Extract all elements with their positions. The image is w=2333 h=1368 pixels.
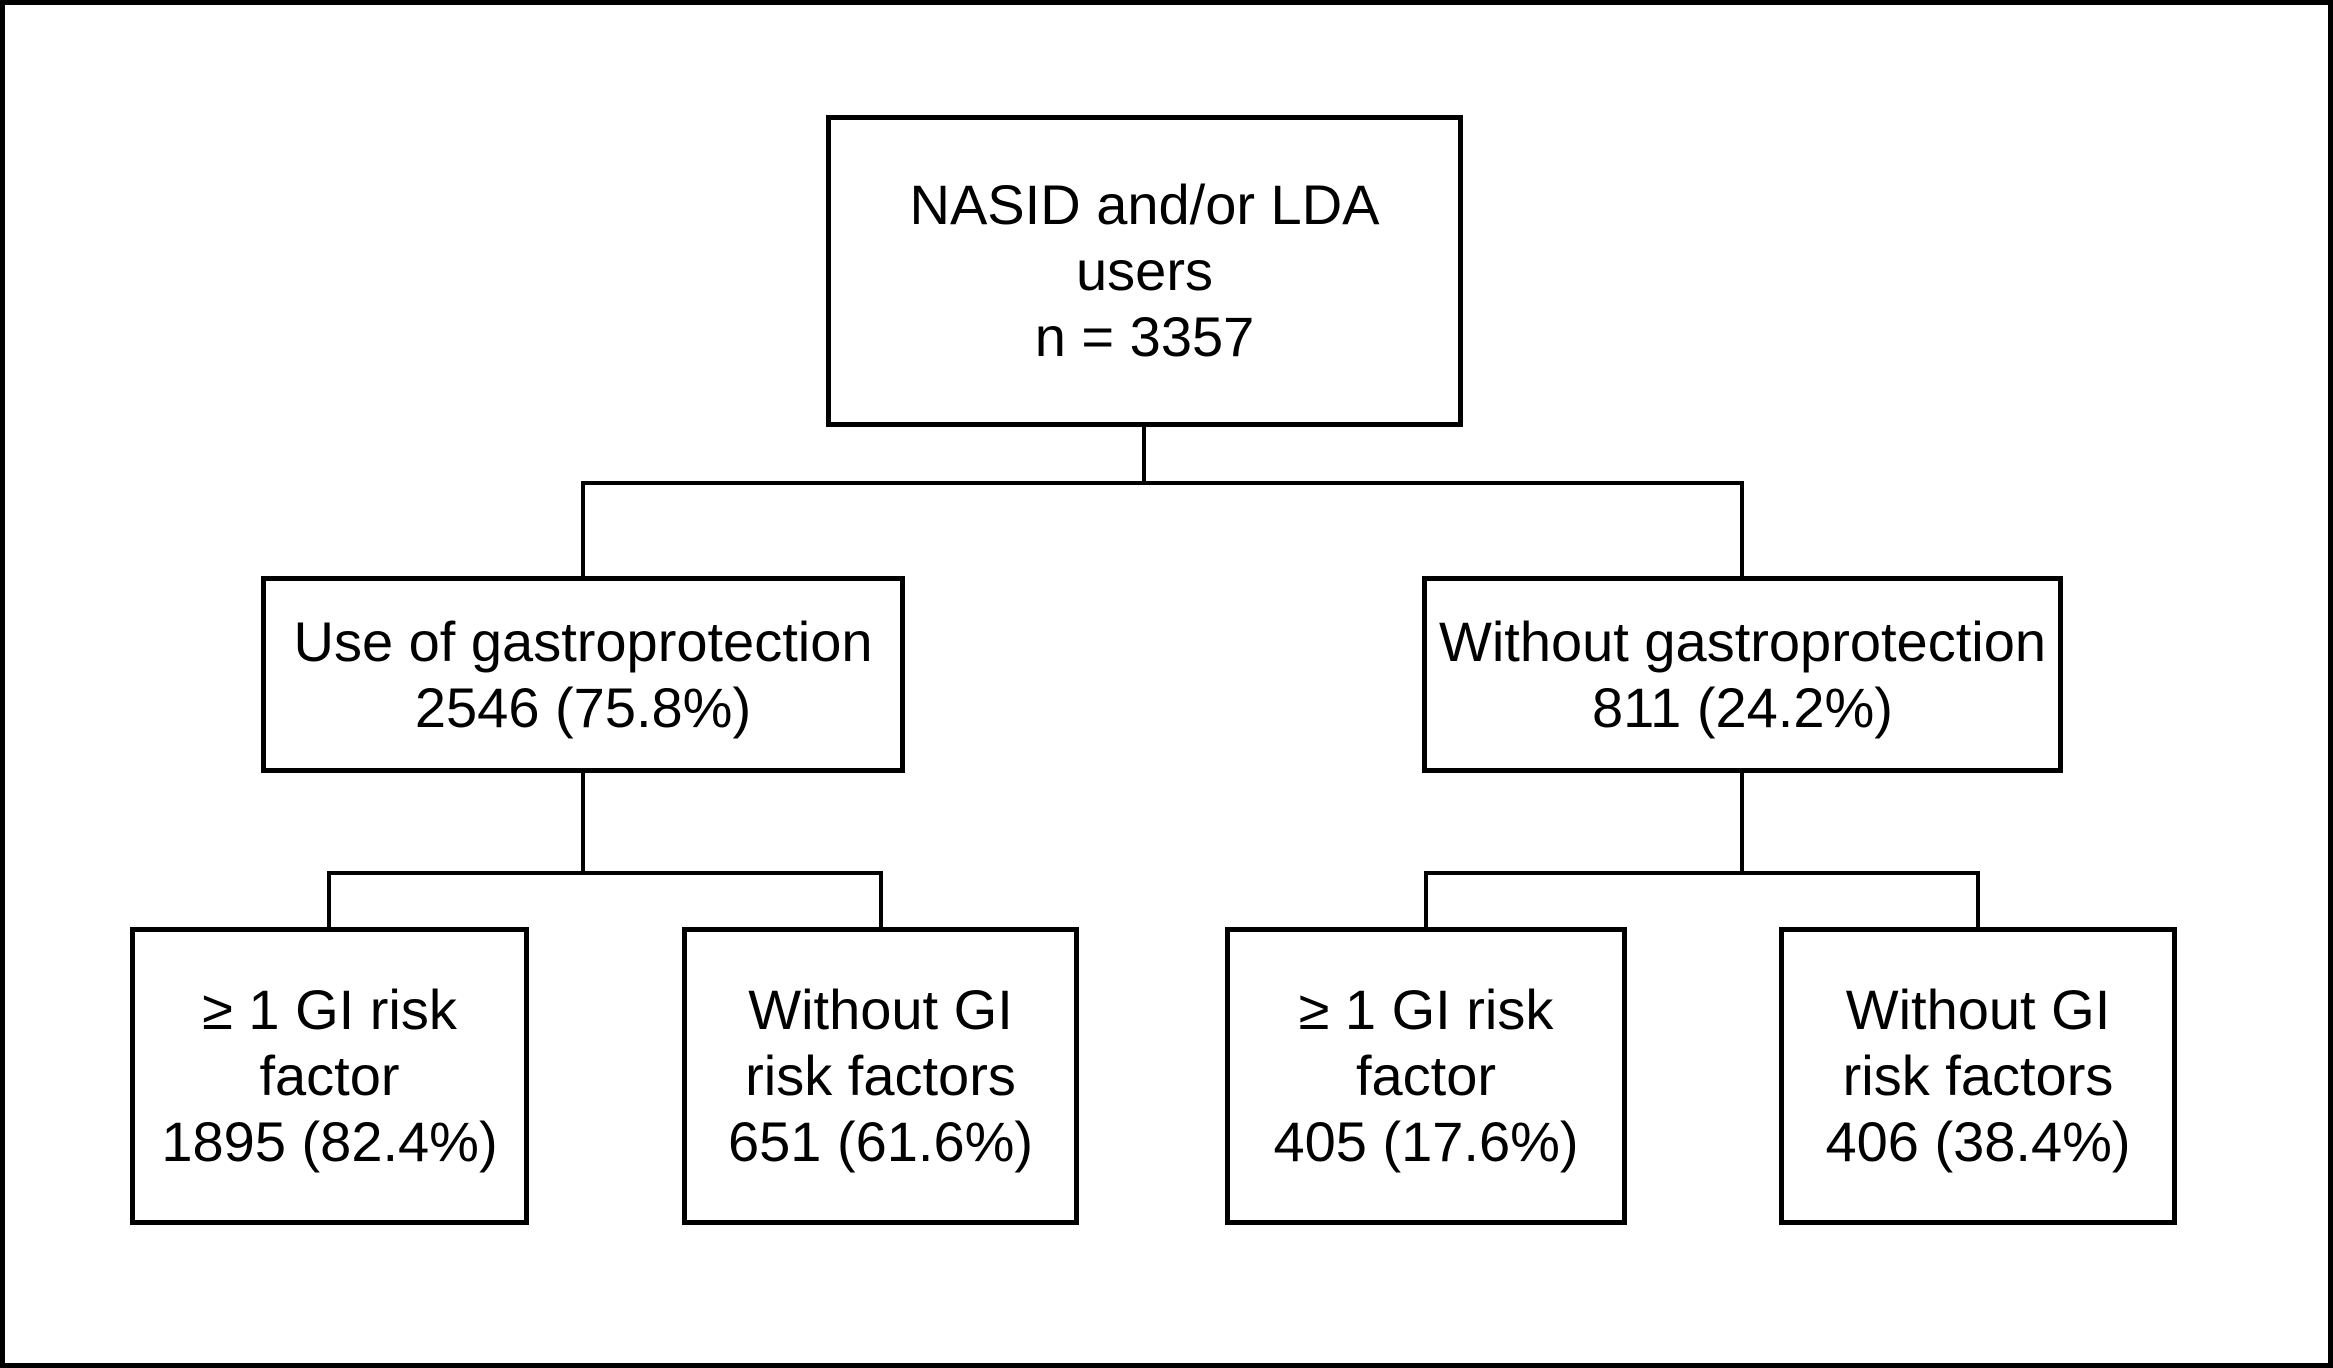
node-without-gastroprotection: Without gastroprotection 811 (24.2%) bbox=[1422, 576, 2063, 773]
connector-right-branch-drop bbox=[1740, 481, 1744, 578]
connector-gastro-stem bbox=[581, 771, 585, 875]
node-text-line: factor bbox=[1355, 1044, 1497, 1107]
node-text-line: n = 3357 bbox=[1034, 305, 1255, 368]
connector-nogastro-horizontal bbox=[1424, 871, 1980, 875]
connector-gastro-right-drop bbox=[879, 871, 883, 929]
node-text-line: 651 (61.6%) bbox=[727, 1110, 1034, 1173]
connector-gastro-left-drop bbox=[327, 871, 331, 929]
node-text-line: risk factors bbox=[1842, 1044, 2114, 1107]
node-text-line: 406 (38.4%) bbox=[1825, 1110, 2131, 1173]
connector-level1-horizontal bbox=[581, 481, 1744, 485]
node-text-line: 811 (24.2%) bbox=[1592, 675, 1893, 739]
node-use-of-gastroprotection: Use of gastroprotection 2546 (75.8%) bbox=[261, 576, 905, 773]
node-text-line: ≥ 1 GI risk bbox=[202, 978, 457, 1041]
node-text-line: 1895 (82.4%) bbox=[161, 1110, 498, 1173]
connector-nogastro-left-drop bbox=[1424, 871, 1428, 929]
node-text-line: Without gastroprotection bbox=[1439, 609, 2046, 673]
node-text-line: factor bbox=[259, 1044, 400, 1107]
node-text-line: 405 (17.6%) bbox=[1273, 1110, 1579, 1173]
node-without-gi-risk-gastroprotection: Without GI risk factors 651 (61.6%) bbox=[682, 927, 1079, 1225]
node-gi-risk-factor-gastroprotection: ≥ 1 GI risk factor 1895 (82.4%) bbox=[130, 927, 529, 1225]
node-nasid-lda-users: NASID and/or LDA users n = 3357 bbox=[826, 115, 1463, 427]
node-text-line: Use of gastroprotection bbox=[293, 609, 873, 673]
node-text-line: 2546 (75.8%) bbox=[414, 675, 752, 739]
connector-nogastro-stem bbox=[1740, 771, 1744, 875]
node-gi-risk-factor-no-gastroprotection: ≥ 1 GI risk factor 405 (17.6%) bbox=[1225, 927, 1627, 1225]
node-text-line: risk factors bbox=[745, 1044, 1016, 1107]
node-text-line: NASID and/or LDA bbox=[909, 173, 1380, 236]
connector-left-branch-drop bbox=[581, 481, 585, 578]
node-text-line: users bbox=[1076, 239, 1213, 302]
node-text-line: ≥ 1 GI risk bbox=[1298, 978, 1554, 1041]
node-without-gi-risk-no-gastroprotection: Without GI risk factors 406 (38.4%) bbox=[1779, 927, 2177, 1225]
node-text-line: Without GI bbox=[1845, 978, 2111, 1041]
connector-nogastro-right-drop bbox=[1976, 871, 1980, 929]
connector-gastro-horizontal bbox=[327, 871, 883, 875]
connector-root-stem bbox=[1142, 425, 1146, 485]
node-text-line: Without GI bbox=[748, 978, 1013, 1041]
